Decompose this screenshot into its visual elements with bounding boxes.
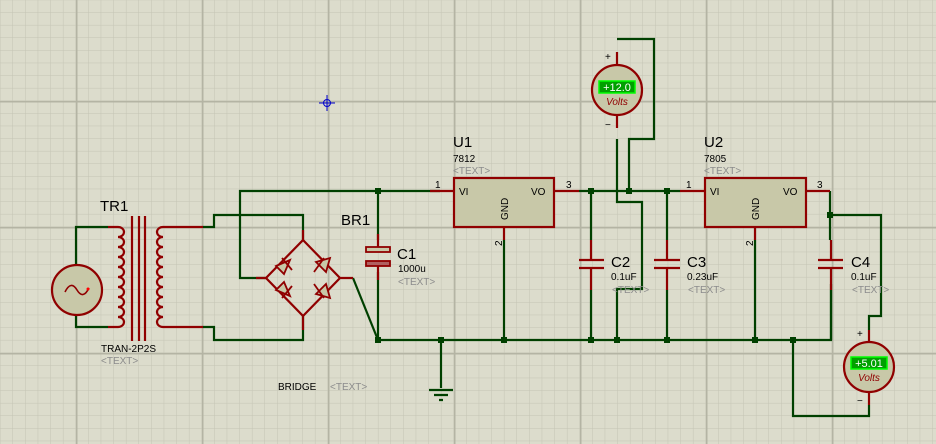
c4-ref: C4 bbox=[851, 254, 870, 271]
u2-pin1: 1 bbox=[686, 180, 692, 191]
voltmeter-2-unit: Volts bbox=[858, 373, 880, 384]
regulator-u1[interactable]: VI VO GND 1 3 2 bbox=[430, 176, 579, 246]
c4-text: <TEXT> bbox=[852, 285, 889, 296]
ground-icon[interactable] bbox=[429, 388, 453, 402]
c2-ref: C2 bbox=[611, 254, 630, 271]
voltmeter-2-plus: + bbox=[857, 329, 863, 340]
capacitor-c3[interactable] bbox=[654, 240, 680, 290]
crosshair-cursor-icon bbox=[319, 95, 335, 111]
u2-pin-vi: VI bbox=[710, 187, 719, 198]
u2-text: <TEXT> bbox=[704, 166, 741, 177]
regulator-u2[interactable]: VI VO GND 1 3 2 bbox=[680, 176, 830, 246]
transformer-tr1[interactable] bbox=[108, 216, 203, 341]
u1-pin3: 3 bbox=[566, 180, 572, 191]
voltmeter-2[interactable]: +5.01 Volts + − bbox=[842, 329, 896, 407]
capacitor-c4[interactable] bbox=[818, 240, 843, 290]
u1-pin1: 1 bbox=[435, 180, 441, 191]
voltmeter-2-reading: +5.01 bbox=[855, 358, 883, 370]
capacitor-c1[interactable] bbox=[365, 234, 391, 280]
u2-value: 7805 bbox=[704, 154, 727, 165]
u1-text: <TEXT> bbox=[453, 166, 490, 177]
u2-ref: U2 bbox=[704, 134, 723, 151]
u1-pin-vo: VO bbox=[531, 187, 546, 198]
u1-pin2: 2 bbox=[494, 240, 505, 246]
u1-value: 7812 bbox=[453, 154, 476, 165]
voltmeter-1-plus: + bbox=[605, 52, 611, 63]
voltmeter-2-minus: − bbox=[857, 396, 863, 407]
u1-ref: U1 bbox=[453, 134, 472, 151]
wires bbox=[74, 37, 883, 418]
c2-text: <TEXT> bbox=[612, 285, 649, 296]
c1-ref: C1 bbox=[397, 246, 416, 263]
voltmeter-1-unit: Volts bbox=[606, 97, 628, 108]
c4-value: 0.1uF bbox=[851, 272, 877, 283]
c1-text: <TEXT> bbox=[398, 277, 435, 288]
c1-value: 1000u bbox=[398, 264, 426, 275]
u1-pin-vi: VI bbox=[459, 187, 468, 198]
br1-text: <TEXT> bbox=[330, 382, 367, 393]
bridge-rectifier-br1[interactable] bbox=[256, 230, 353, 330]
voltmeter-1-minus: − bbox=[605, 120, 611, 131]
u2-pin-vo: VO bbox=[783, 187, 798, 198]
br1-value: BRIDGE bbox=[278, 382, 317, 393]
tr1-value: TRAN-2P2S bbox=[101, 344, 156, 355]
ac-source-icon[interactable] bbox=[50, 263, 104, 317]
c3-ref: C3 bbox=[687, 254, 706, 271]
u1-pin-gnd: GND bbox=[500, 198, 511, 220]
voltmeter-1[interactable]: +12.0 Volts + − bbox=[590, 52, 644, 131]
voltmeter-1-reading: +12.0 bbox=[603, 82, 631, 94]
capacitor-c2[interactable] bbox=[579, 240, 604, 290]
c3-value: 0.23uF bbox=[687, 272, 718, 283]
u2-pin3: 3 bbox=[817, 180, 823, 191]
u2-pin-gnd: GND bbox=[751, 198, 762, 220]
u2-pin2: 2 bbox=[745, 240, 756, 246]
tr1-ref: TR1 bbox=[100, 198, 128, 215]
c2-value: 0.1uF bbox=[611, 272, 637, 283]
junctions bbox=[375, 188, 833, 343]
tr1-text: <TEXT> bbox=[101, 356, 138, 367]
br1-ref: BR1 bbox=[341, 212, 370, 229]
c3-text: <TEXT> bbox=[688, 285, 725, 296]
